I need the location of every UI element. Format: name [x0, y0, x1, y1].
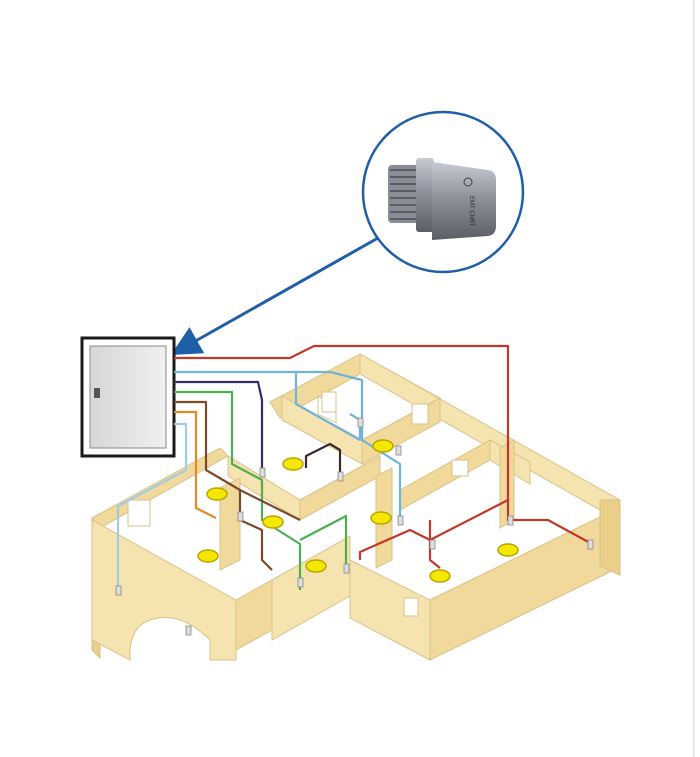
panel-latch-icon — [94, 388, 100, 398]
wall-front-left — [91, 519, 237, 661]
house-floorplan — [91, 353, 621, 661]
callout-arrow — [170, 236, 379, 355]
circuit-wire-purple — [174, 380, 264, 472]
light-fixture-icon — [497, 543, 519, 557]
page-border — [693, 0, 695, 757]
light-fixture-icon — [370, 511, 392, 525]
circuit-wire-blue-2 — [116, 422, 188, 590]
circuit-wire-darkbrown — [304, 442, 342, 480]
circuit-wires — [116, 344, 593, 590]
light-fixture-icon — [262, 515, 284, 529]
light-fixture-icon — [429, 569, 451, 583]
light-fixture-icon — [282, 457, 304, 471]
light-fixture-icon — [197, 549, 219, 563]
circuit-wire-red — [174, 344, 593, 545]
connector-callout: EMT CNBT — [361, 110, 525, 274]
circuit-wire-green — [174, 390, 348, 590]
light-fixture-icon — [372, 439, 394, 453]
light-fixture-icon — [305, 559, 327, 573]
ceiling-fixtures — [197, 439, 519, 583]
light-fixture-icon — [206, 487, 228, 501]
circuit-wire-brown — [174, 400, 301, 571]
electrical-panel — [80, 336, 176, 458]
connector-label: EMT CNBT — [468, 196, 474, 227]
outlet-boxes — [115, 417, 594, 636]
circuit-wire-orange — [174, 410, 217, 519]
circuit-wire-red-2 — [358, 499, 509, 569]
emt-connector-icon: EMT CNBT — [388, 158, 496, 240]
